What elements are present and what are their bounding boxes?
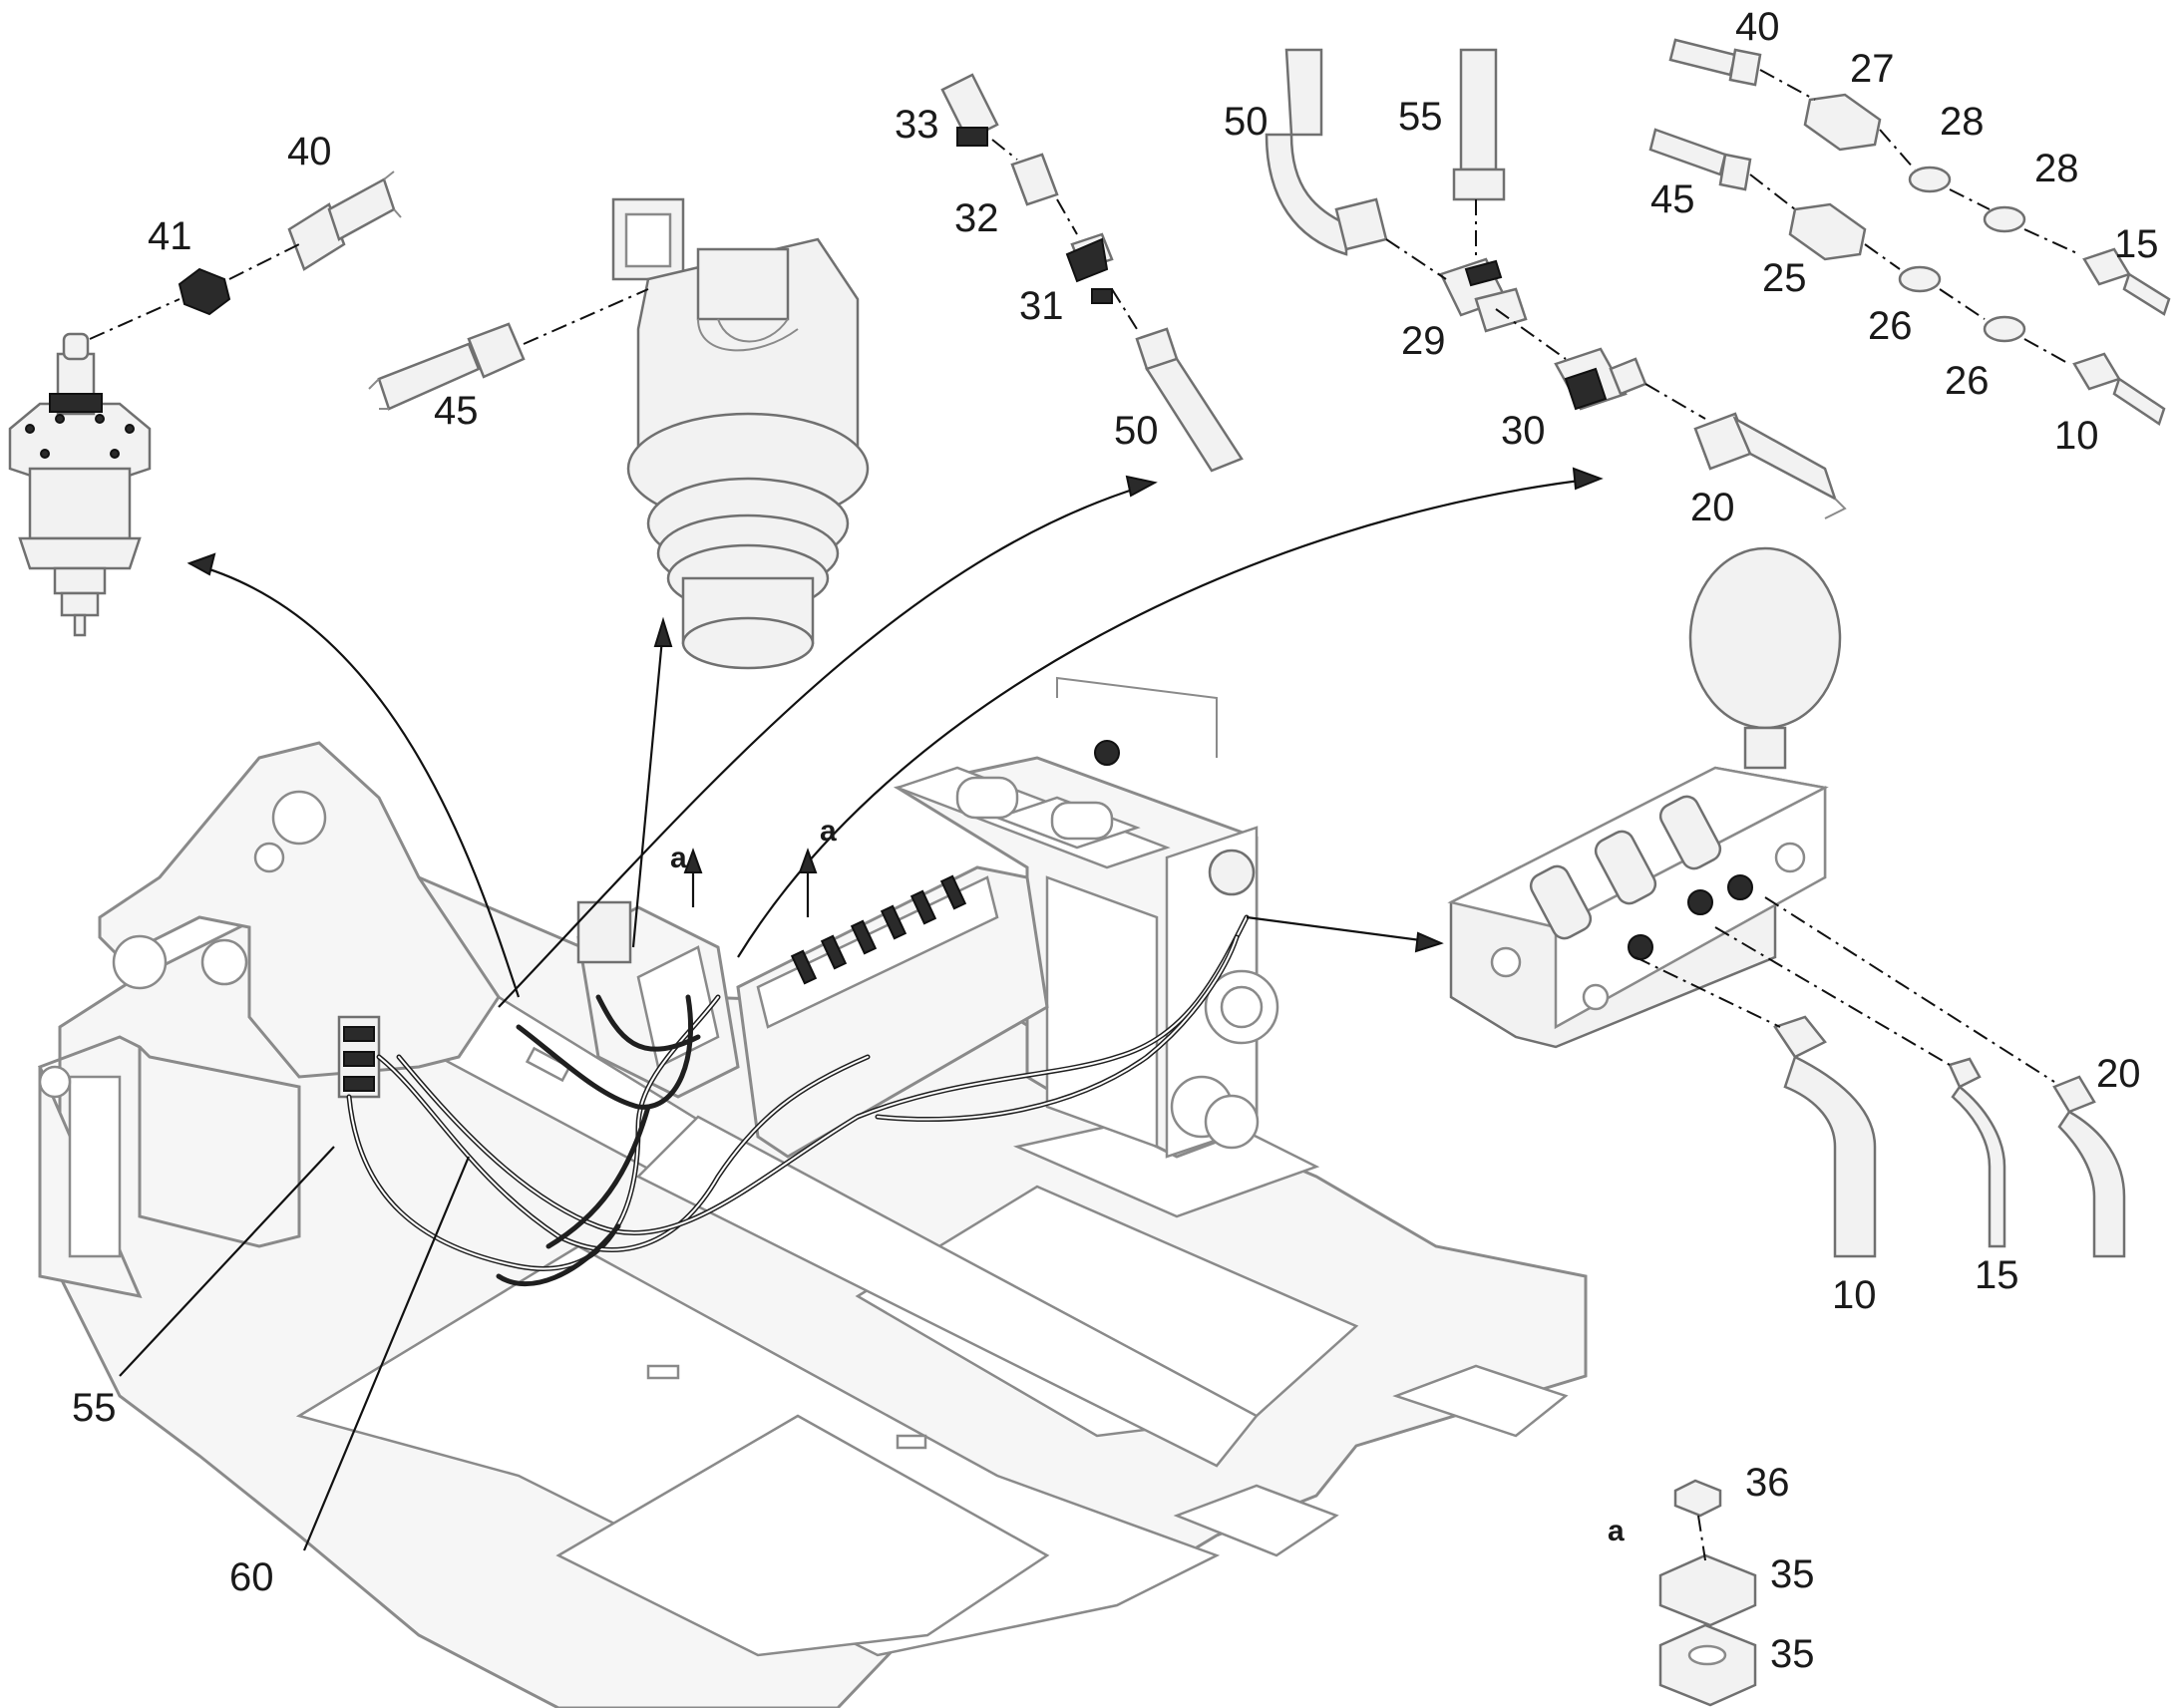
callout-41: 41 (148, 214, 192, 258)
callout-28-a: 28 (1940, 100, 1985, 144)
callout-45-motor: 45 (434, 389, 479, 433)
accumulator-valve-block (1447, 546, 1842, 1049)
callout-27: 27 (1850, 47, 1895, 91)
callout-10-block: 10 (1832, 1273, 1877, 1317)
callout-15-right: 15 (2114, 222, 2159, 266)
callout-26-b: 26 (1945, 359, 1990, 403)
callout-26-a: 26 (1868, 304, 1913, 348)
callout-35-top: 35 (1770, 1552, 1815, 1596)
callout-20-block: 20 (2096, 1052, 2141, 1096)
hose-clamp-detail (1658, 1479, 1757, 1707)
callout-55-tee: 55 (1398, 95, 1443, 139)
callout-50-tee: 50 (1224, 100, 1269, 144)
callout-28-b: 28 (2034, 147, 2079, 190)
swing-motor-on-frame (576, 900, 740, 1099)
hydraulic-hoses (346, 914, 1250, 1287)
callout-32: 32 (954, 196, 999, 240)
callout-a-clamp: a (1608, 1515, 1625, 1547)
hose-40-end-left (287, 171, 402, 271)
callout-30: 30 (1501, 409, 1546, 453)
callout-a-2: a (820, 815, 837, 848)
callout-labels: 40 41 45 33 32 31 50 50 55 29 30 20 40 2… (72, 5, 2159, 1676)
callout-50-stack: 50 (1114, 409, 1159, 453)
callout-35-bottom: 35 (1770, 1632, 1815, 1676)
callout-40-right: 40 (1735, 5, 1780, 49)
callout-55-frame: 55 (72, 1386, 117, 1430)
callout-36: 36 (1745, 1461, 1790, 1505)
fitting-41 (178, 267, 231, 316)
callout-45-right: 45 (1650, 177, 1695, 221)
hose-45-end-motor (368, 322, 526, 411)
valve-block-assembly (894, 676, 1279, 1159)
callout-25: 25 (1762, 256, 1807, 300)
callout-20-tee: 20 (1690, 486, 1735, 529)
callout-15-block: 15 (1975, 1253, 2019, 1297)
callout-33: 33 (895, 103, 939, 147)
rotary-joint-detail (8, 332, 152, 637)
callout-a-1: a (670, 842, 687, 874)
valve-block-hoses (1773, 1015, 2126, 1258)
callout-10-right: 10 (2054, 414, 2099, 458)
hose-clamp-bracket (337, 1015, 381, 1099)
callout-29: 29 (1401, 319, 1446, 363)
callout-40-left: 40 (287, 130, 332, 173)
tee-fitting-group (1265, 48, 1847, 519)
swing-motor-detail (611, 197, 870, 670)
pressure-switch-stack (940, 73, 1244, 473)
exploded-axis-lines (89, 69, 2080, 1561)
assembly-arrows (119, 467, 1604, 1551)
callout-31: 31 (1019, 284, 1064, 328)
callout-60: 60 (229, 1555, 274, 1599)
threaded-fittings-group (1648, 38, 2171, 426)
